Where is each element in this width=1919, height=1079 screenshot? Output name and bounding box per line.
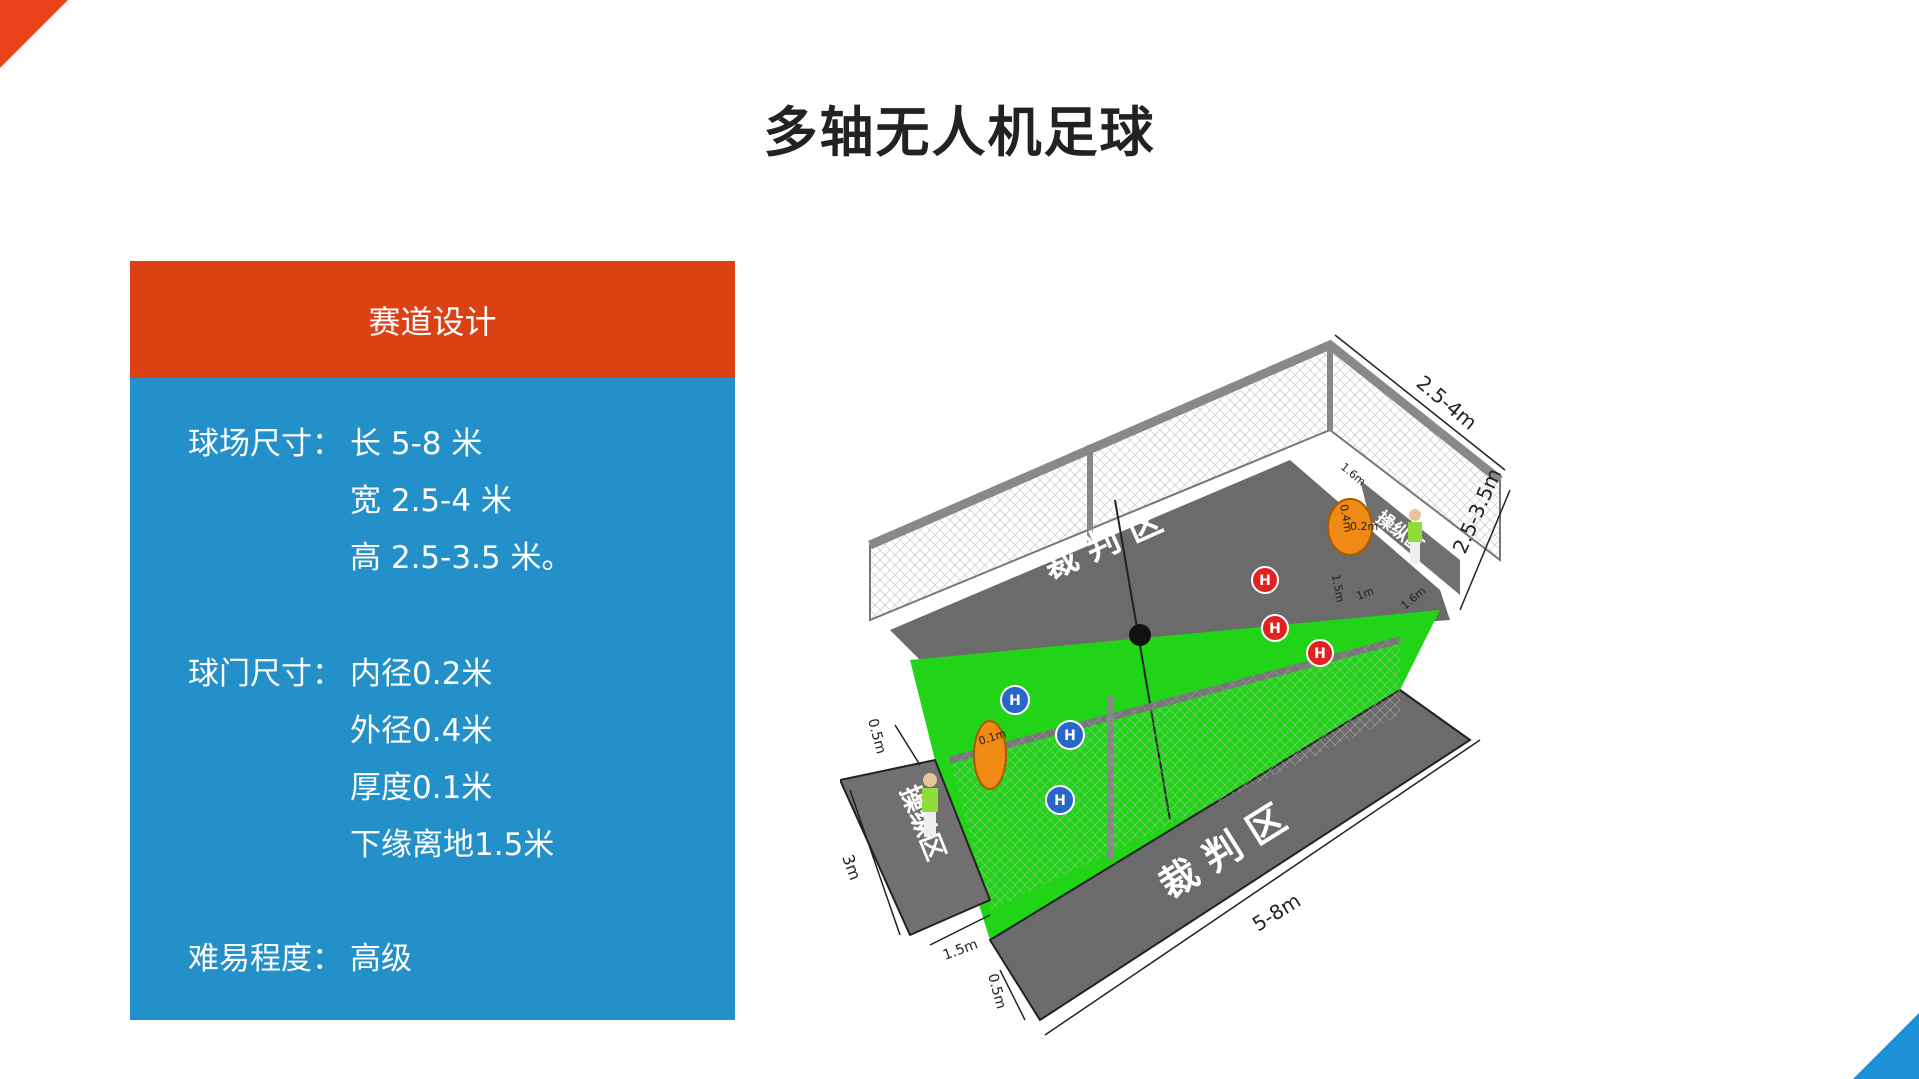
- length-dimension-line: [1044, 739, 1481, 1036]
- height-dimension-line: [1459, 489, 1511, 611]
- top-referee-zone: [890, 460, 1450, 660]
- operator-figure-left: [922, 773, 938, 837]
- blue-pad-3: [1045, 785, 1075, 815]
- center-spot: [1129, 624, 1151, 646]
- control-length-label: 3m: [840, 852, 865, 883]
- goal-inner-diameter-value: 内径0.2米: [350, 656, 493, 692]
- page-title: 多轴无人机足球: [763, 101, 1156, 164]
- goal-left: [973, 720, 1007, 790]
- pad-letter: H: [1064, 728, 1076, 744]
- control-width-dimension-line: [929, 914, 991, 946]
- goal-size-label: 球门尺寸：: [188, 656, 343, 692]
- margin-bottom-label: 0.5m: [984, 972, 1009, 1011]
- blue-pad-1: [1000, 685, 1030, 715]
- blue-pad-2: [1055, 720, 1085, 750]
- goal-thickness-value: 厚度0.1米: [350, 770, 493, 806]
- goal-inner-label: 0.2m: [1350, 520, 1378, 533]
- corner-accent-bottom-right: [1853, 1013, 1919, 1079]
- difficulty-label: 难易程度：: [188, 941, 343, 977]
- field-width-value: 宽 2.5-4 米: [350, 483, 512, 519]
- control-width-label: 1.5m: [941, 936, 980, 963]
- goal-height-label: 1.5m: [1329, 573, 1347, 603]
- operator-figure-right: [1408, 509, 1422, 564]
- red-pad-1: [1251, 566, 1279, 594]
- panel-header: 赛道设计: [130, 261, 735, 378]
- pad-letter: H: [1054, 793, 1066, 809]
- length-dimension-label: 5-8m: [1248, 888, 1305, 936]
- left-control-zone: [840, 758, 992, 937]
- goal-outer-diameter-value: 外径0.4米: [350, 713, 493, 749]
- field-size-label: 球场尺寸：: [188, 426, 343, 462]
- pad-letter: H: [1259, 573, 1271, 589]
- red-pad-2: [1261, 614, 1289, 642]
- field-height-value: 高 2.5-3.5 米。: [350, 540, 573, 576]
- margin-bottom-dimension-line: [999, 969, 1026, 1021]
- margin-left-label: 0.5m: [864, 717, 889, 756]
- red-pad-3: [1306, 639, 1334, 667]
- pad-letter: H: [1269, 621, 1281, 637]
- goal-gap-label: 1m: [1355, 585, 1376, 603]
- field-diagram: H H H H H H 裁 判 区 裁 判 区 操纵区 操纵区 2.5-4m 2…: [840, 320, 1660, 1040]
- pad-letter: H: [1009, 693, 1021, 709]
- track-design-panel: 赛道设计 球场尺寸： 长 5-8 米 宽 2.5-4 米 高 2.5-3.5 米…: [130, 261, 735, 1020]
- control-length-dimension-line: [849, 789, 901, 936]
- goal-right: [1327, 498, 1373, 556]
- margin-left-dimension-line: [894, 724, 921, 766]
- goal-ground-clearance-value: 下缘离地1.5米: [350, 827, 555, 863]
- field-length-value: 长 5-8 米: [350, 426, 483, 462]
- difficulty-value: 高级: [350, 941, 412, 977]
- width-dimension-line: [1334, 334, 1506, 471]
- goal-ring-label: 0.4m: [1337, 503, 1355, 533]
- corner-accent-top-left: [0, 0, 68, 68]
- pad-letter: H: [1314, 646, 1326, 662]
- cage-front-net: [950, 640, 1400, 910]
